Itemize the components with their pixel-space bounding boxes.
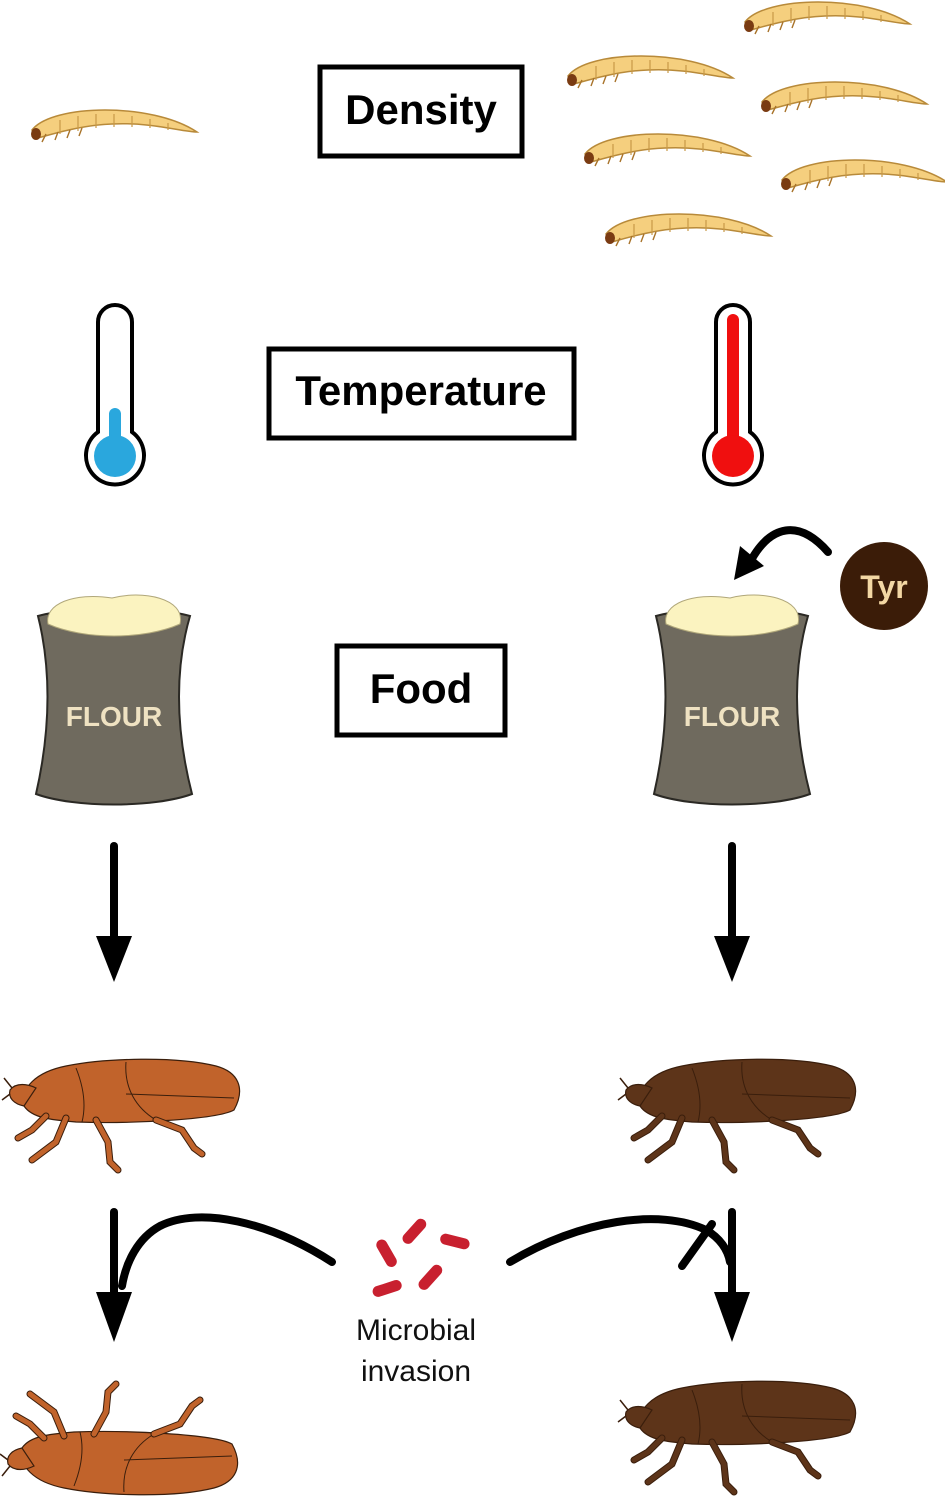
arrow-down-right-lower bbox=[714, 1208, 750, 1342]
flour-bag-left-icon: FLOUR bbox=[35, 594, 193, 806]
microbial-label-line2: invasion bbox=[361, 1355, 471, 1388]
bacteria-icon bbox=[372, 1218, 470, 1297]
beetle-light-icon bbox=[2, 1059, 240, 1170]
tyr-label: Tyr bbox=[860, 569, 907, 605]
beetle-dark-icon bbox=[618, 1059, 856, 1170]
arrow-down-left-lower bbox=[96, 1208, 132, 1342]
food-label: Food bbox=[370, 665, 473, 712]
microbial-label-line1: Microbial bbox=[356, 1314, 476, 1347]
larvae-group-icon bbox=[566, 1, 945, 247]
temperature-label: Temperature bbox=[295, 367, 546, 414]
density-label-box: Density bbox=[317, 64, 525, 159]
tyr-curved-arrow bbox=[734, 526, 832, 580]
surviving-beetle-icon bbox=[618, 1381, 856, 1492]
temperature-label-box: Temperature bbox=[266, 346, 577, 441]
density-label: Density bbox=[345, 86, 497, 133]
flour-bag-right-label: FLOUR bbox=[684, 701, 780, 732]
food-label-box: Food bbox=[334, 643, 508, 738]
tyr-badge: Tyr bbox=[840, 542, 928, 630]
flour-bag-right-icon: FLOUR bbox=[653, 594, 811, 806]
arrow-down-left bbox=[96, 842, 132, 982]
cold-thermometer-icon bbox=[84, 303, 146, 487]
microbial-curve-right-blocked bbox=[506, 1215, 734, 1270]
arrow-down-right bbox=[714, 842, 750, 982]
microbial-curve-left-arrow bbox=[118, 1213, 336, 1290]
flour-bag-left-label: FLOUR bbox=[66, 701, 162, 732]
dead-beetle-icon bbox=[0, 1384, 238, 1495]
single-larva-icon bbox=[30, 109, 198, 143]
hot-thermometer-icon bbox=[702, 303, 764, 487]
